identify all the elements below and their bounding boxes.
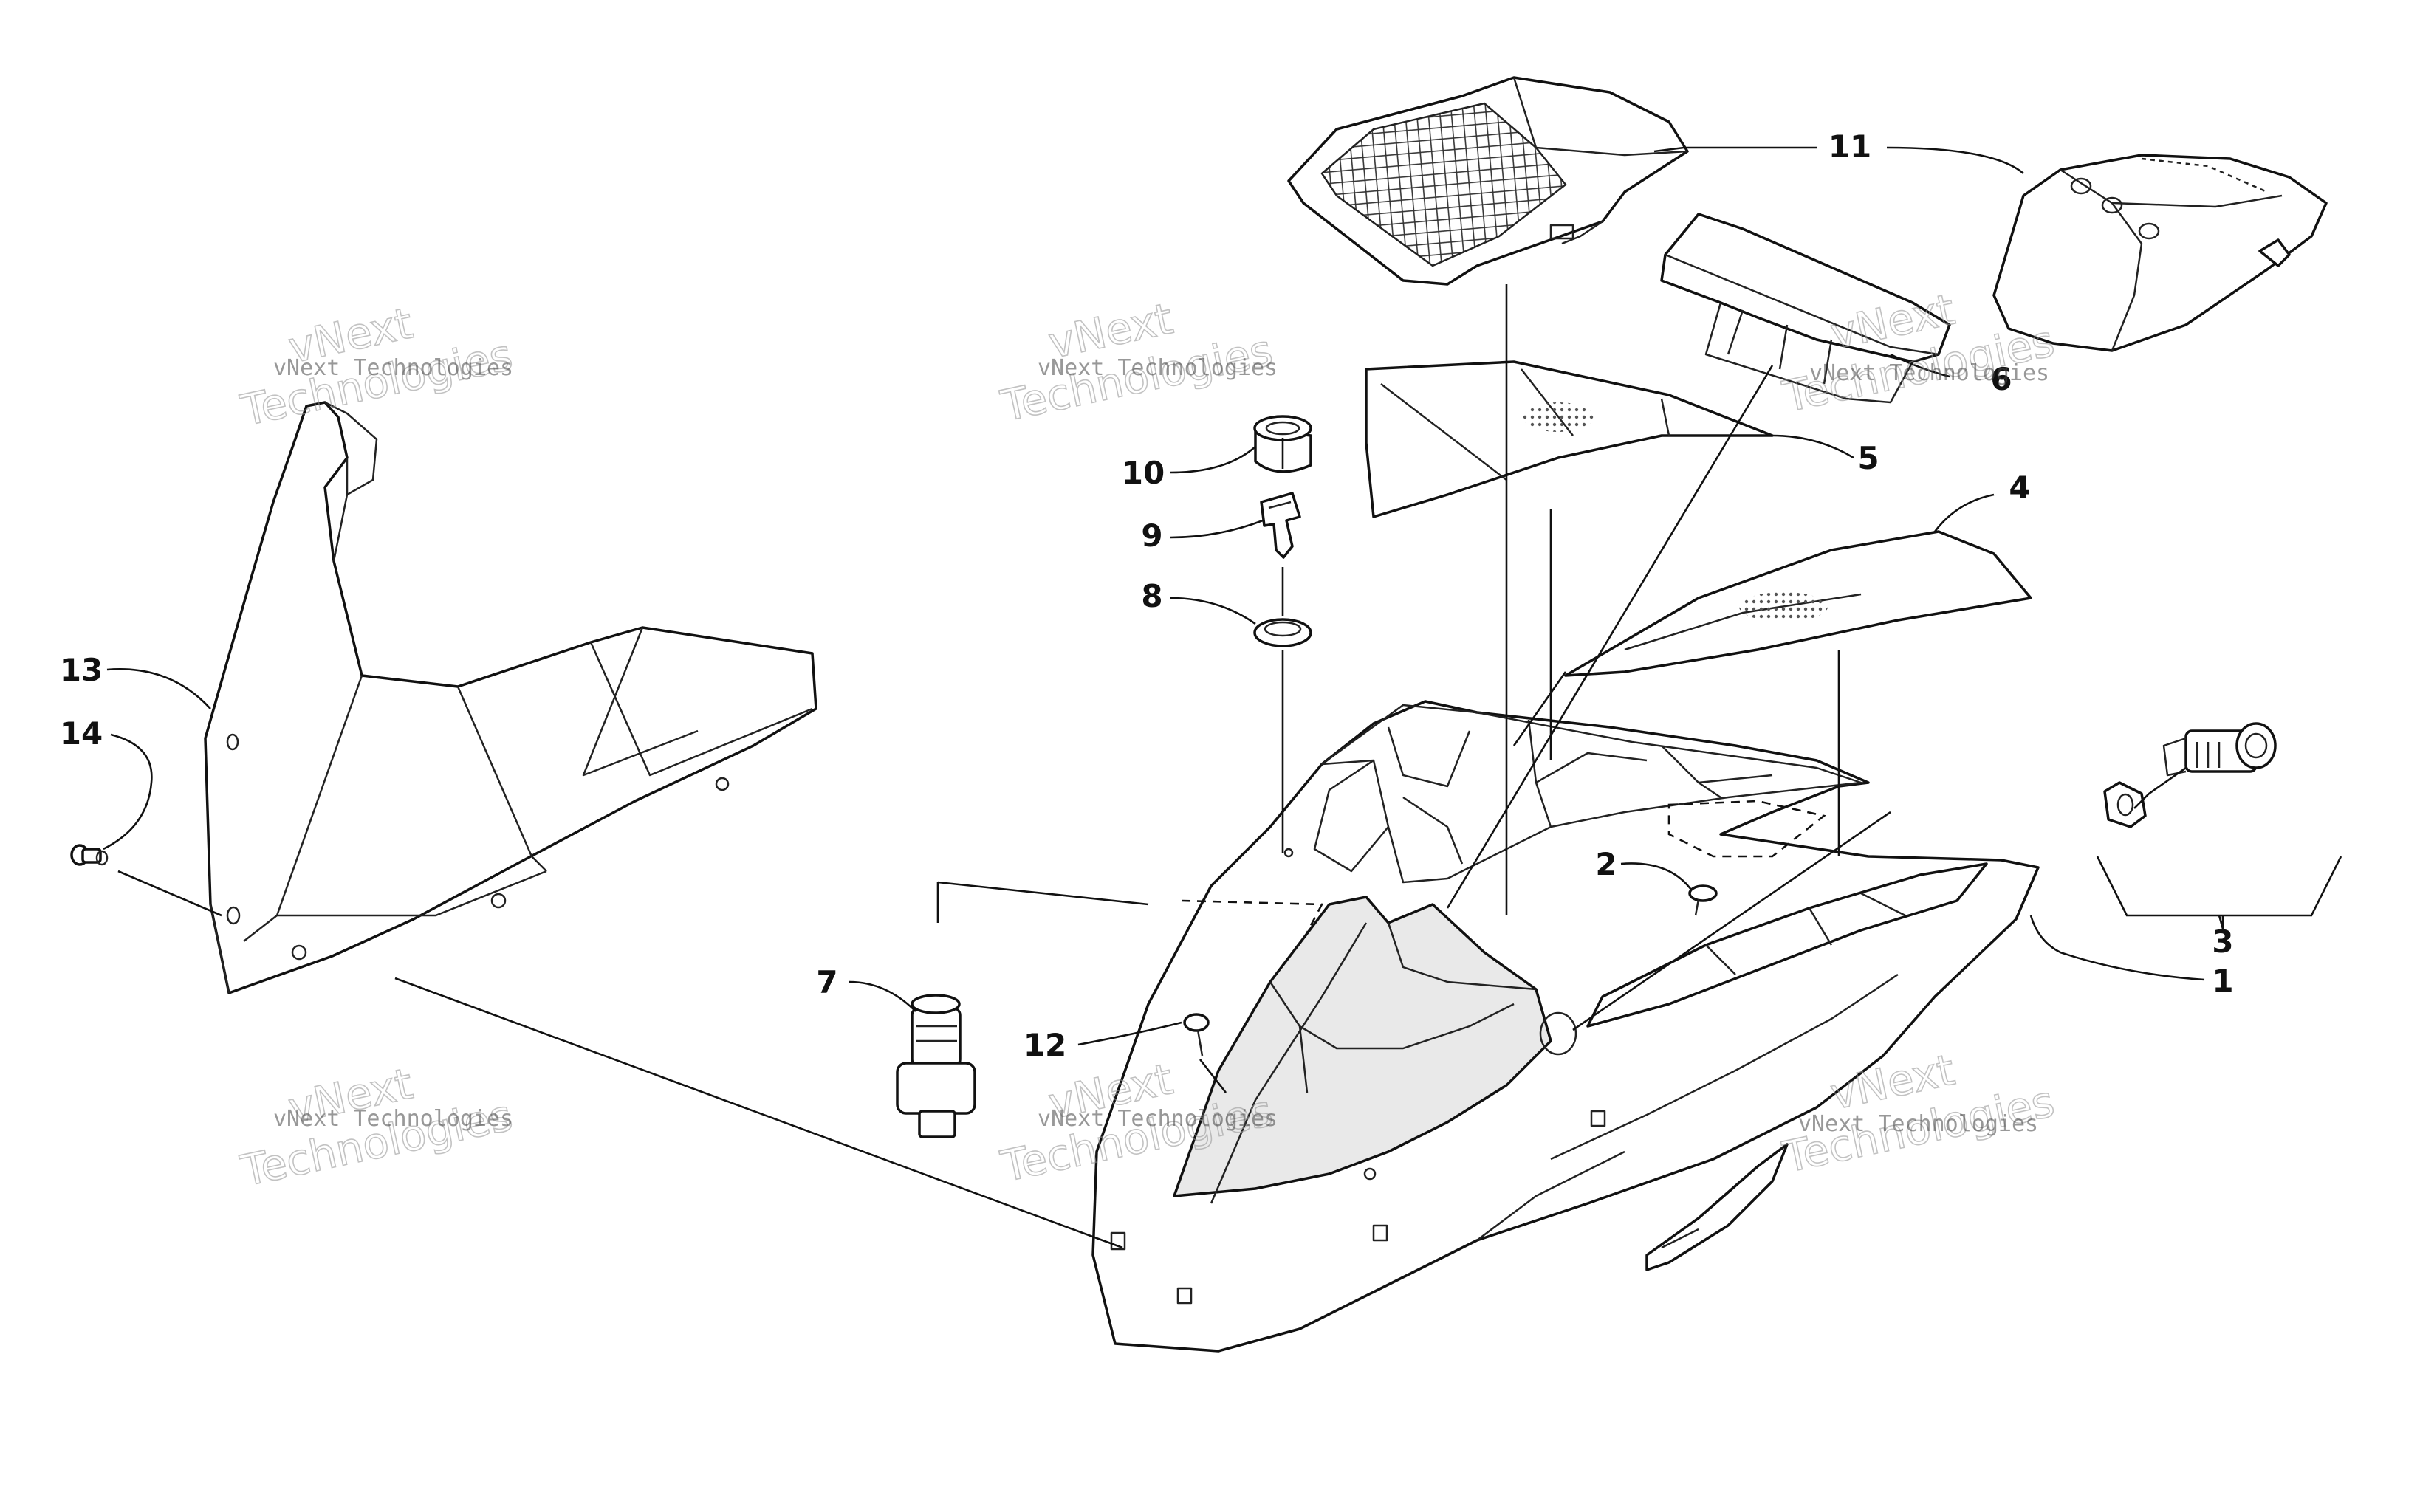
windshield-part-13 <box>204 401 817 994</box>
watermark-text-top-center: vNext Technologies <box>1038 355 1278 381</box>
callout-labels: 1 2 3 4 5 6 7 8 9 10 11 12 13 14 <box>60 128 2234 1063</box>
callout-9: 9 <box>1141 518 1162 554</box>
key-part-9 <box>1260 492 1301 559</box>
callout-8: 8 <box>1141 578 1162 614</box>
callout-5: 5 <box>1857 440 1879 476</box>
push-rivet-part-14 <box>70 844 109 866</box>
callout-3: 3 <box>2212 924 2233 960</box>
callout-4: 4 <box>2009 470 2030 506</box>
switch-part-7 <box>896 994 976 1138</box>
callout-13: 13 <box>60 652 103 688</box>
hood-part-1 <box>1091 700 2040 1353</box>
decal-part-4 <box>1564 530 2032 677</box>
callout-14: 14 <box>60 715 103 752</box>
callout-11: 11 <box>1828 128 1871 165</box>
seat-cushion-part-11 <box>1992 154 2328 352</box>
watermark-top-center: vNext Technologies <box>996 292 1278 432</box>
callout-7: 7 <box>816 964 837 1000</box>
leader-lines <box>103 146 2342 1249</box>
screw-part-2 <box>1688 884 1718 916</box>
callout-12: 12 <box>1024 1027 1066 1063</box>
watermark-text-bottom-center: vNext Technologies <box>1038 1106 1278 1132</box>
watermark-text-bottom-left: vNext Technologies <box>273 1106 513 1132</box>
callout-10: 10 <box>1122 455 1165 491</box>
mesh-lid-part-11 <box>1287 76 1689 286</box>
callout-1: 1 <box>2212 963 2233 999</box>
nut-part-8 <box>1253 618 1312 647</box>
watermark-text-bottom-right: vNext Technologies <box>1798 1111 2038 1137</box>
watermark-text-top-right: vNext Technologies <box>1809 360 2049 386</box>
decal-part-5 <box>1365 360 1774 518</box>
watermark-text-top-left: vNext Technologies <box>273 355 513 381</box>
power-socket-part-3 <box>2103 722 2277 828</box>
storage-tray-part-6 <box>1660 213 1951 404</box>
screw-part-12 <box>1183 1013 1210 1056</box>
callout-6: 6 <box>1990 361 2012 397</box>
callout-2: 2 <box>1595 846 1617 882</box>
